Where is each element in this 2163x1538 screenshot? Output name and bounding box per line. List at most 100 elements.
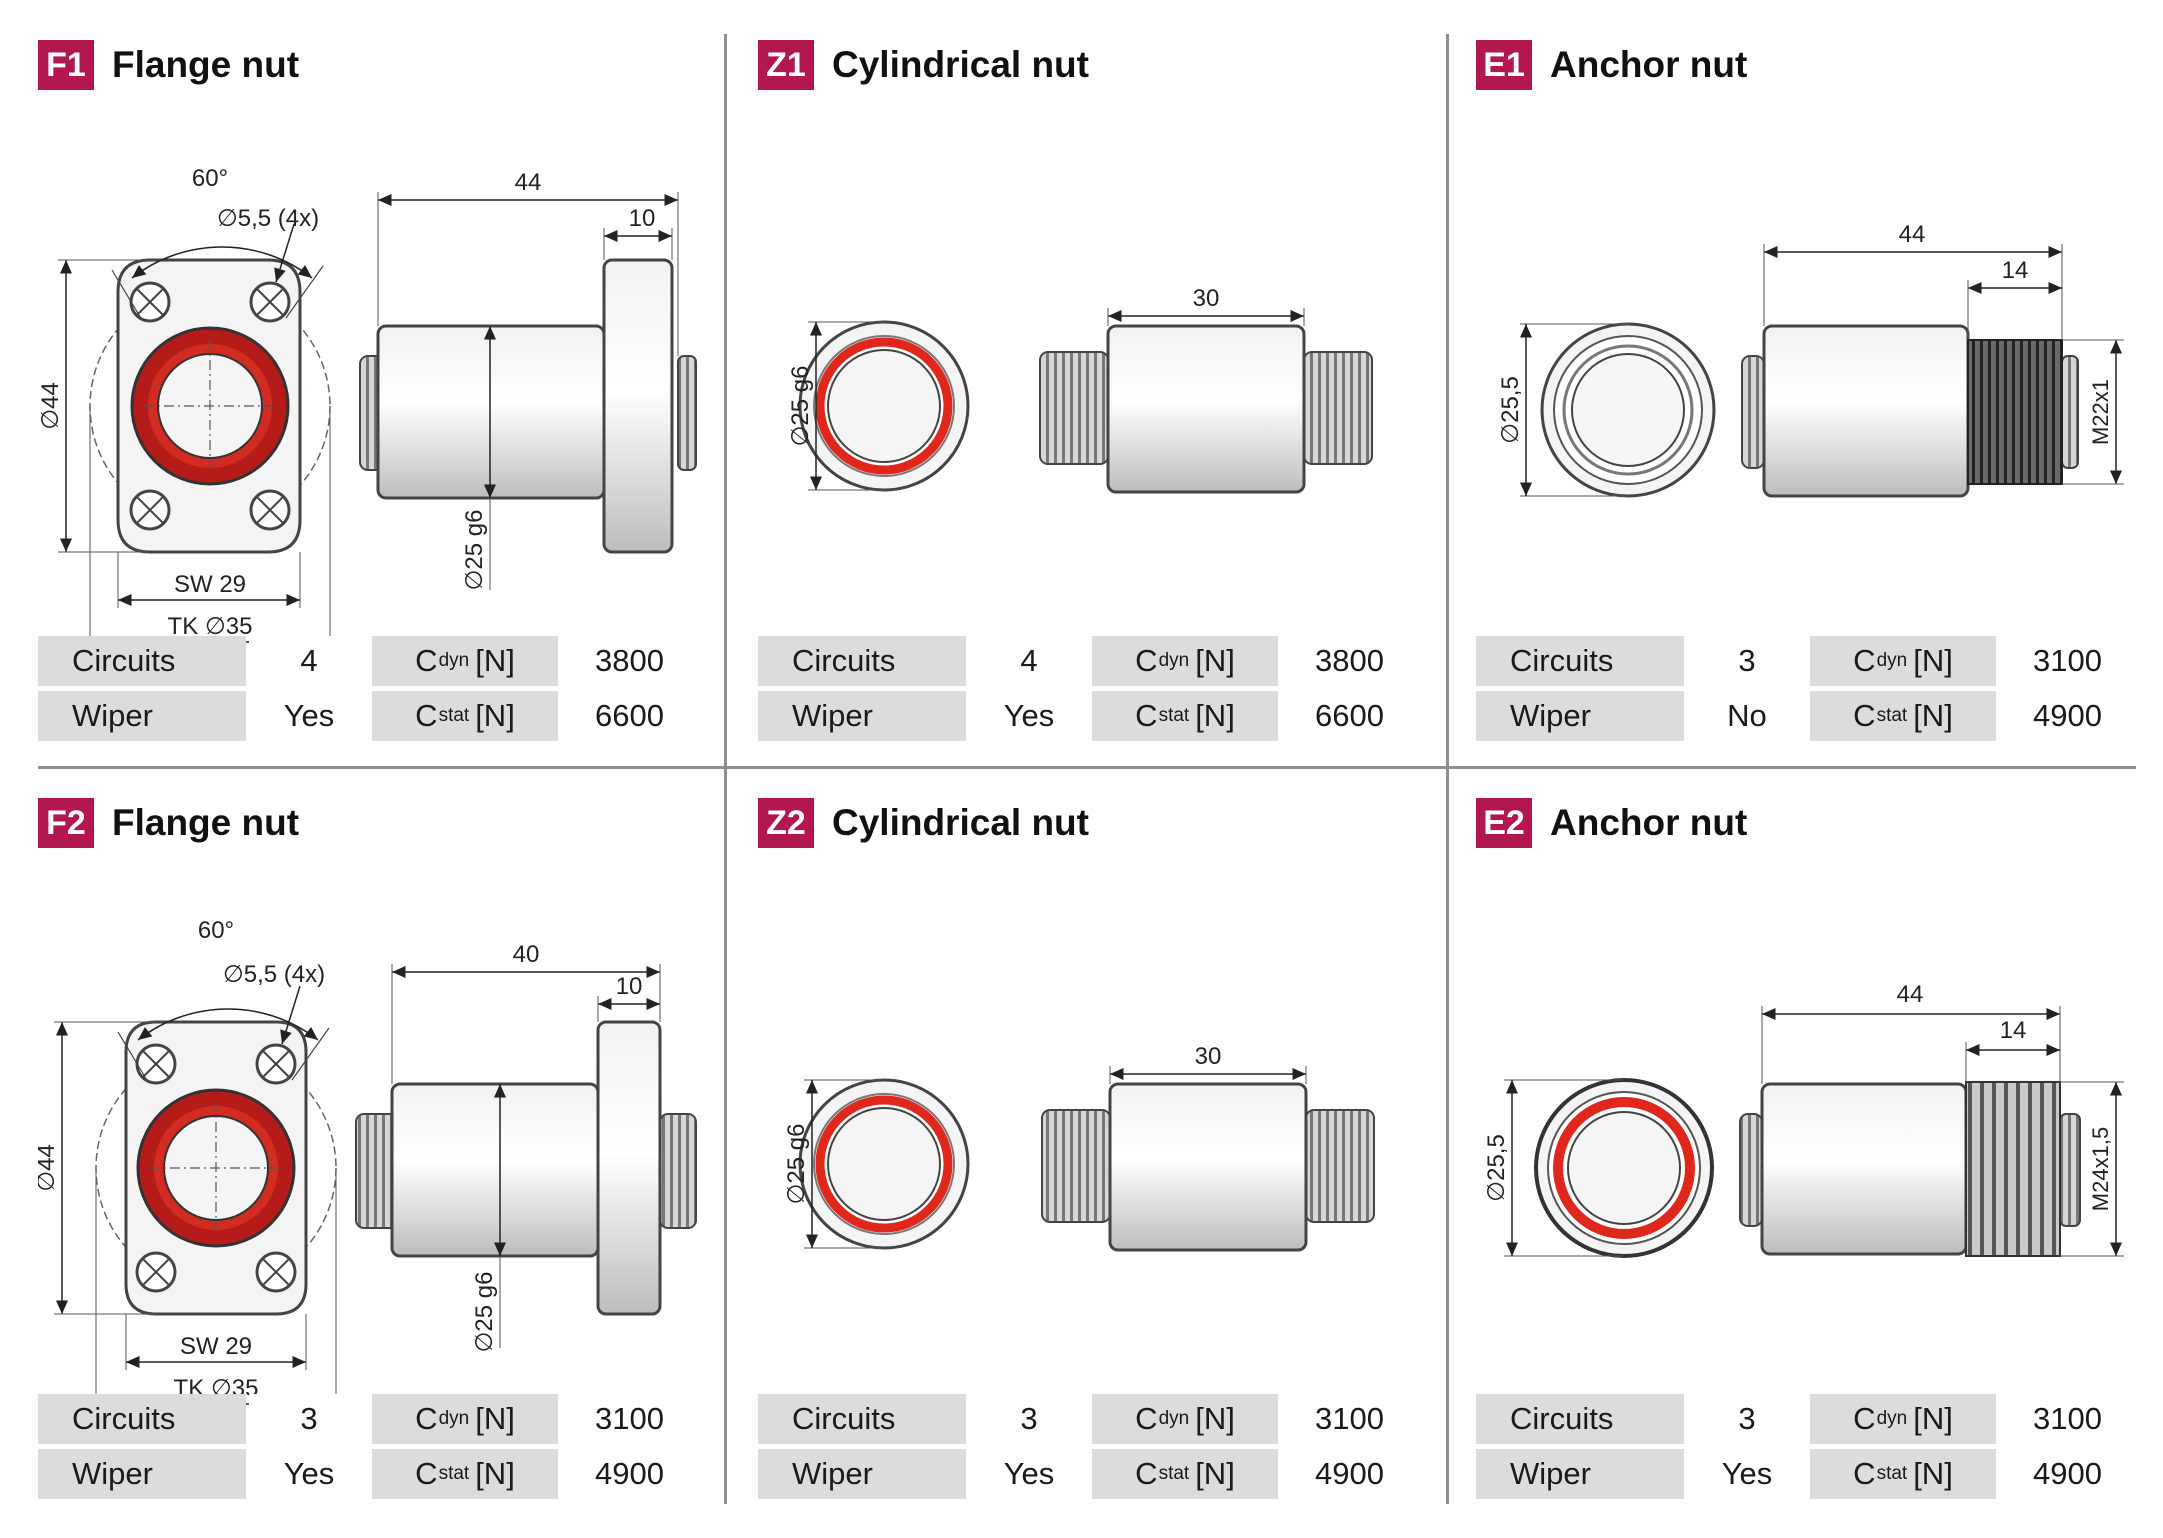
panel-title: F1 Flange nut: [38, 40, 299, 90]
cylindrical-nut-drawing: ∅25 g6 30: [787, 285, 1373, 494]
circuits-label: Circuits: [758, 1394, 966, 1444]
diameter-label: ∅25 g6: [471, 1272, 498, 1353]
length-label: 40: [513, 941, 540, 968]
thread-label: M22x1: [2088, 379, 2113, 445]
sw-label: SW 29: [180, 1333, 252, 1360]
panel-f1: F1 Flange nut 60°: [38, 40, 698, 780]
product-name: Cylindrical nut: [832, 44, 1089, 85]
wiper-label: Wiper: [758, 691, 966, 741]
circuits-label: Circuits: [1476, 1394, 1684, 1444]
wiper-value: Yes: [969, 691, 1089, 741]
cstat-value: 4900: [1999, 691, 2136, 741]
wiper-label: Wiper: [1476, 1449, 1684, 1499]
wiper-value: No: [1687, 691, 1807, 741]
type-code-badge: F2: [38, 798, 94, 848]
height-label: ∅44: [38, 382, 64, 430]
length-label: 44: [1899, 221, 1926, 248]
diameter-label: ∅25,5: [1483, 1134, 1510, 1202]
length-label: 30: [1193, 285, 1220, 312]
diameter-label: ∅25 g6: [787, 366, 814, 447]
cdyn-value: 3100: [561, 1394, 698, 1444]
length-label: 30: [1195, 1043, 1222, 1070]
length-label: 44: [515, 169, 542, 196]
flange-width-label: 10: [629, 205, 656, 232]
cylindrical-nut-drawing: ∅25 g6 30: [783, 1043, 1375, 1252]
wiper-label: Wiper: [1476, 691, 1684, 741]
product-name: Flange nut: [112, 802, 300, 843]
hole-label: ∅5,5 (4x): [217, 205, 319, 232]
hole-label: ∅5,5 (4x): [223, 961, 325, 988]
circuits-value: 3: [1687, 636, 1807, 686]
diameter-label: ∅25 g6: [783, 1124, 810, 1205]
product-name: Anchor nut: [1550, 44, 1748, 85]
thread-label: M24x1,5: [2088, 1127, 2113, 1211]
cdyn-value: 3800: [1281, 636, 1418, 686]
type-code-badge: E2: [1476, 798, 1532, 848]
product-name: Anchor nut: [1550, 802, 1748, 843]
circuits-value: 4: [249, 636, 369, 686]
panel-z1: Z1 Cylindrical nut ∅25 g6 30 Ci: [758, 40, 1418, 780]
type-code-badge: E1: [1476, 40, 1532, 90]
circuits-label: Circuits: [758, 636, 966, 686]
panel-title: E2 Anchor nut: [1476, 798, 1747, 848]
panel-title: F2 Flange nut: [38, 798, 299, 848]
cstat-value: 4900: [561, 1449, 698, 1499]
column-divider-2: [1446, 34, 1449, 1504]
wiper-value: Yes: [249, 1449, 369, 1499]
cdyn-value: 3100: [1281, 1394, 1418, 1444]
length-label: 44: [1897, 981, 1924, 1008]
wiper-label: Wiper: [38, 691, 246, 741]
flange-width-label: 10: [616, 973, 643, 1000]
anchor-nut-drawing: ∅25,5 44 14 M24x1,5: [1483, 981, 2124, 1258]
wiper-value: Yes: [249, 691, 369, 741]
panel-title: Z1 Cylindrical nut: [758, 40, 1089, 90]
cdyn-value: 3100: [1999, 1394, 2136, 1444]
panel-e1: E1 Anchor nut ∅25,5: [1476, 40, 2136, 780]
circuits-value: 3: [969, 1394, 1089, 1444]
wiper-value: Yes: [1687, 1449, 1807, 1499]
anchor-nut-drawing: ∅25,5 44 14 M22x1: [1497, 221, 2124, 498]
thread-length-label: 14: [2002, 257, 2029, 284]
wiper-value: Yes: [969, 1449, 1089, 1499]
cstat-value: 6600: [561, 691, 698, 741]
circuits-value: 3: [1687, 1394, 1807, 1444]
product-name: Cylindrical nut: [832, 802, 1089, 843]
height-label: ∅44: [38, 1144, 60, 1192]
type-code-badge: Z1: [758, 40, 814, 90]
cdyn-value: 3800: [561, 636, 698, 686]
panel-title: Z2 Cylindrical nut: [758, 798, 1089, 848]
angle-label: 60°: [192, 165, 228, 192]
row-divider: [38, 766, 2136, 769]
thread-length-label: 14: [2000, 1017, 2027, 1044]
cstat-value: 4900: [1281, 1449, 1418, 1499]
circuits-value: 3: [249, 1394, 369, 1444]
panel-title: E1 Anchor nut: [1476, 40, 1747, 90]
diameter-label: ∅25,5: [1497, 376, 1524, 444]
type-code-badge: F1: [38, 40, 94, 90]
panel-z2: Z2 Cylindrical nut ∅25 g6 30 Ci: [758, 798, 1418, 1538]
type-code-badge: Z2: [758, 798, 814, 848]
sw-label: SW 29: [174, 571, 246, 598]
product-name: Flange nut: [112, 44, 300, 85]
